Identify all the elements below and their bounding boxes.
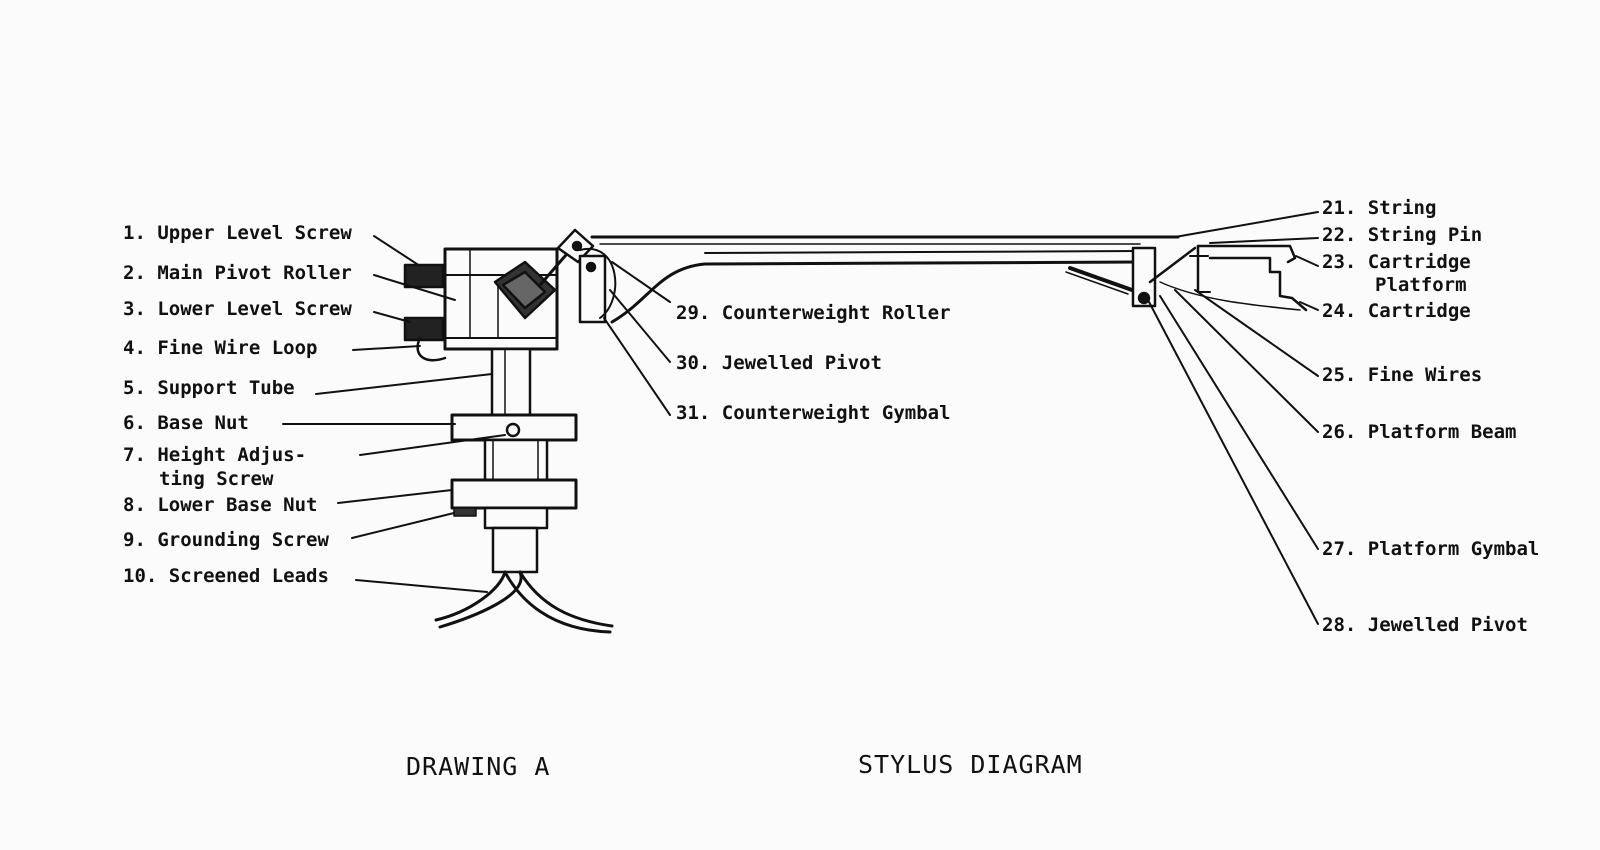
leader-lines-middle [603, 261, 671, 416]
label-lower-level-screw: 3. Lower Level Screw [123, 298, 352, 320]
platform-beam [1068, 266, 1134, 292]
height-adjusting-screw [483, 438, 549, 482]
leader-lines-left [282, 235, 506, 593]
label-lower-base-nut: 8. Lower Base Nut [123, 494, 318, 516]
leader-lines-right [1147, 211, 1319, 625]
label-jewelled-pivot-30: 30. Jewelled Pivot [676, 352, 882, 374]
screened-leads [434, 570, 614, 634]
cartridge-platform [1189, 244, 1297, 294]
label-screened-leads: 10. Screened Leads [123, 565, 329, 587]
label-grounding-screw: 9. Grounding Screw [123, 529, 329, 551]
label-height-adjusting-screw-cont: ting Screw [159, 468, 274, 490]
label-string: 21. String [1322, 197, 1437, 219]
lower-level-screw [403, 316, 445, 342]
label-string-pin: 22. String Pin [1322, 224, 1483, 246]
label-cartridge-platform: 23. Cartridge [1322, 251, 1471, 273]
lower-base-nut [450, 478, 578, 510]
label-base-nut: 6. Base Nut [123, 412, 249, 434]
upper-level-screw [403, 263, 445, 289]
label-upper-level-screw: 1. Upper Level Screw [123, 222, 352, 244]
lead-tube [491, 526, 539, 574]
label-main-pivot-roller: 2. Main Pivot Roller [123, 262, 352, 284]
fine-wires [1159, 281, 1301, 311]
label-platform-gymbal: 27. Platform Gymbal [1322, 538, 1540, 560]
label-fine-wire-loop: 4. Fine Wire Loop [123, 337, 318, 359]
label-jewelled-pivot-28: 28. Jewelled Pivot [1322, 614, 1528, 636]
support-tube [490, 347, 532, 417]
main-pivot-roller [493, 260, 557, 320]
grounding-screw [453, 507, 477, 517]
lower-tube [483, 506, 549, 530]
label-cartridge: 24. Cartridge [1322, 300, 1471, 322]
label-support-tube: 5. Support Tube [123, 377, 295, 399]
cartridge [1208, 256, 1308, 312]
label-counterweight-roller: 29. Counterweight Roller [676, 302, 951, 324]
label-cartridge-platform-cont: Platform [1375, 274, 1467, 296]
caption-stylus-diagram: STYLUS DIAGRAM [858, 750, 1083, 779]
label-height-adjusting-screw: 7. Height Adjus- [123, 444, 307, 466]
label-fine-wires: 25. Fine Wires [1322, 364, 1483, 386]
arm-lower-edge [610, 260, 1142, 324]
label-platform-beam: 26. Platform Beam [1322, 421, 1517, 443]
fine-wire-loop [416, 336, 447, 362]
label-counterweight-gymbal: 31. Counterweight Gymbal [676, 402, 951, 424]
caption-drawing-a: DRAWING A [406, 752, 551, 781]
